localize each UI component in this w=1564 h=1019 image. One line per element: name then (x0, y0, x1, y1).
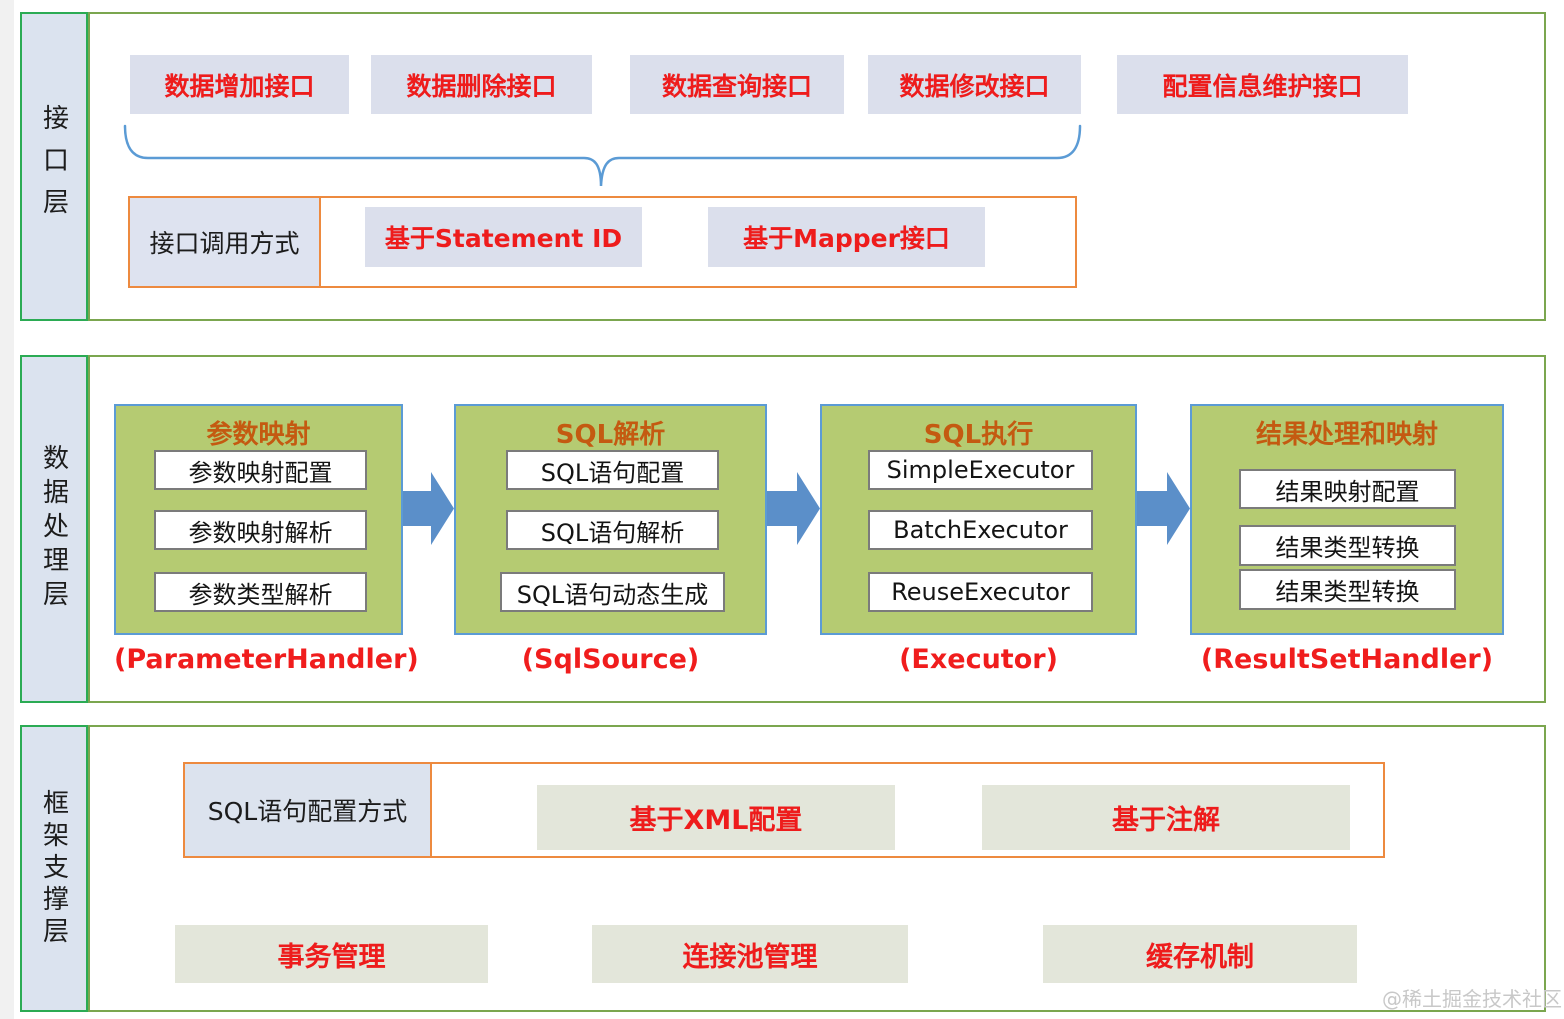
module-title: 参数映射 (206, 420, 311, 450)
call-method-label: 接口调用方式 (128, 196, 321, 288)
module-title: 结果处理和映射 (1255, 420, 1438, 450)
call-option-mapper: 基于Mapper接口 (708, 207, 985, 267)
module-item: BatchExecutor (868, 510, 1093, 550)
module-caption-parameterhandler: (ParameterHandler) (114, 644, 419, 675)
sql-config-label: SQL语句配置方式 (183, 762, 432, 858)
curly-brace-icon (123, 124, 1082, 187)
api-box-insert: 数据增加接口 (130, 55, 349, 114)
arrow-right-icon (767, 472, 820, 545)
module-item: 结果映射配置 (1239, 469, 1456, 509)
api-box-delete: 数据删除接口 (371, 55, 592, 114)
module-title: SQL执行 (923, 420, 1034, 450)
module-caption-executor: (Executor) (899, 644, 1058, 675)
module-item: SimpleExecutor (868, 450, 1093, 490)
call-option-statement-id: 基于Statement ID (365, 207, 642, 267)
arrow-right-icon (403, 472, 454, 545)
sql-config-option-xml: 基于XML配置 (537, 785, 895, 850)
arrow-right-icon (1137, 472, 1190, 545)
module-sql-parse: SQL解析 SQL语句配置 SQL语句解析 SQL语句动态生成 (454, 404, 767, 635)
support-box-transaction: 事务管理 (175, 925, 488, 983)
module-item: 参数类型解析 (154, 572, 367, 612)
module-item: 结果类型转换 (1239, 569, 1456, 610)
framework-layer-label: 框架支撑层 (20, 725, 88, 1012)
module-sql-execute: SQL执行 SimpleExecutor BatchExecutor Reuse… (820, 404, 1137, 635)
module-item: SQL语句解析 (506, 510, 719, 550)
module-caption-resultsethandler: (ResultSetHandler) (1200, 644, 1494, 675)
data-layer-label: 数据处理层 (20, 355, 88, 703)
module-item: ReuseExecutor (868, 572, 1093, 612)
interface-layer-label: 接口层 (20, 12, 88, 321)
support-box-cache: 缓存机制 (1043, 925, 1357, 983)
support-box-connection-pool: 连接池管理 (592, 925, 908, 983)
api-box-update: 数据修改接口 (868, 55, 1081, 114)
module-item: 结果类型转换 (1239, 525, 1456, 566)
module-item: SQL语句动态生成 (500, 572, 725, 612)
module-result-handling: 结果处理和映射 结果映射配置 结果类型转换 结果类型转换 (1190, 404, 1504, 635)
api-box-config-maintain: 配置信息维护接口 (1117, 55, 1408, 114)
watermark: @稀土掘金技术社区 (1382, 987, 1562, 1011)
api-box-query: 数据查询接口 (630, 55, 844, 114)
module-item: 参数映射配置 (154, 450, 367, 490)
module-item: SQL语句配置 (506, 450, 719, 490)
module-title: SQL解析 (555, 420, 666, 450)
module-item: 参数映射解析 (154, 510, 367, 550)
module-parameter-mapping: 参数映射 参数映射配置 参数映射解析 参数类型解析 (114, 404, 403, 635)
module-caption-sqlsource: (SqlSource) (521, 644, 700, 675)
page-edge-strip (0, 0, 14, 1019)
sql-config-option-annotation: 基于注解 (982, 785, 1350, 850)
